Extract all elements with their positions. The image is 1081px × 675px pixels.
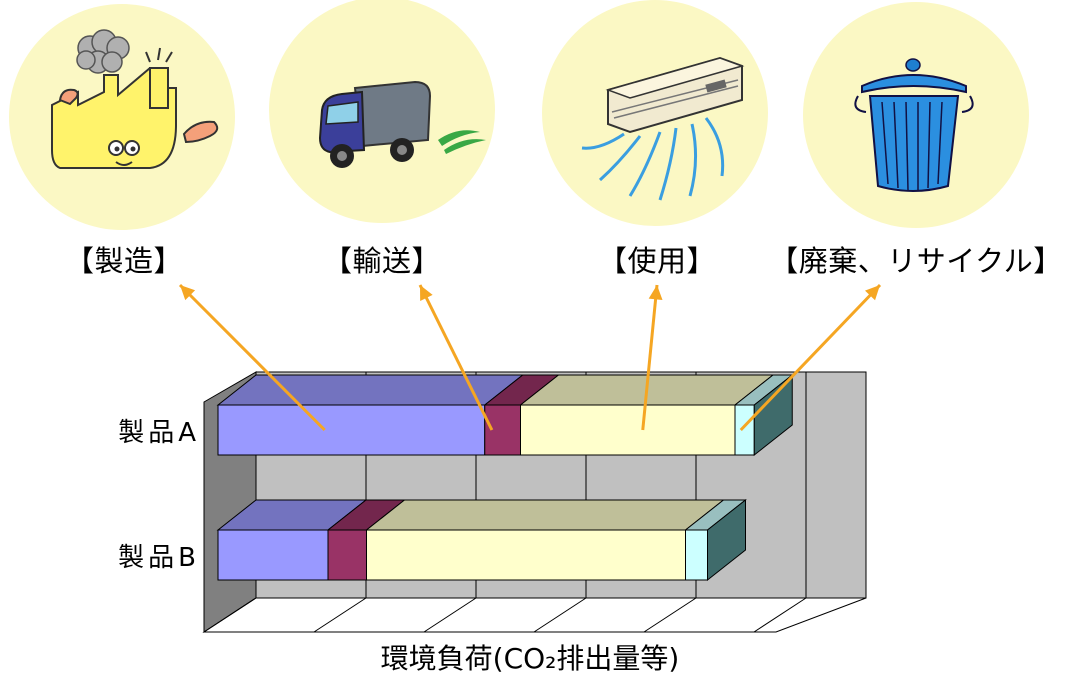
stage-arrowhead: [420, 285, 433, 301]
floor-gridline: [753, 597, 807, 633]
use-stage: [542, 0, 768, 226]
floor-gridline: [643, 597, 697, 633]
bar-segment: [366, 529, 686, 581]
category-labels: 製品A 製品B: [118, 418, 200, 573]
trash-can-icon: [854, 58, 974, 192]
stage-arrow: [739, 283, 882, 432]
floor: [202, 597, 867, 633]
stage-label-use: 【使用】: [597, 244, 717, 278]
bar-segment: [520, 404, 736, 456]
category-label: 製品A: [118, 418, 200, 448]
bar-segment: [734, 404, 755, 456]
bar-segment: [217, 404, 486, 456]
floor-gridline: [313, 597, 367, 633]
bar-segment: [327, 529, 367, 581]
stage-arrowhead: [648, 285, 663, 301]
manufacture-stage: [9, 4, 235, 230]
bar-top-face: [365, 499, 725, 531]
bar-segment: [685, 529, 708, 581]
stage-arrow: [641, 284, 659, 431]
floor-gridline: [533, 597, 587, 633]
stage-arrows: [178, 283, 882, 432]
stage-label-transport: 【輸送】: [322, 244, 442, 278]
bar-end-cap: [707, 498, 746, 582]
bar-end-cap: [753, 373, 793, 457]
air-conditioner-icon: [581, 56, 745, 201]
truck-icon: [318, 80, 486, 168]
category-label: 製品B: [118, 543, 200, 573]
stage-arrowhead: [865, 285, 880, 301]
floor-gridline: [203, 597, 257, 633]
chart-bars: [216, 373, 794, 582]
stage-arrow: [418, 284, 494, 431]
bar-segment: [217, 529, 329, 581]
stage-label-manufacture: 【製造】: [64, 244, 184, 278]
factory-icon: [51, 29, 219, 169]
disposal-stage: [803, 2, 1029, 228]
bar-segment: [484, 404, 521, 456]
x-axis-label: 環境負荷(CO₂排出量等): [381, 642, 680, 675]
transport-stage: [269, 0, 495, 223]
stage-arrow: [178, 283, 326, 432]
stage-label-disposal: 【廃棄、リサイクル】: [769, 244, 1063, 278]
stage-arrowhead: [180, 285, 196, 301]
floor-gridline: [423, 597, 477, 633]
